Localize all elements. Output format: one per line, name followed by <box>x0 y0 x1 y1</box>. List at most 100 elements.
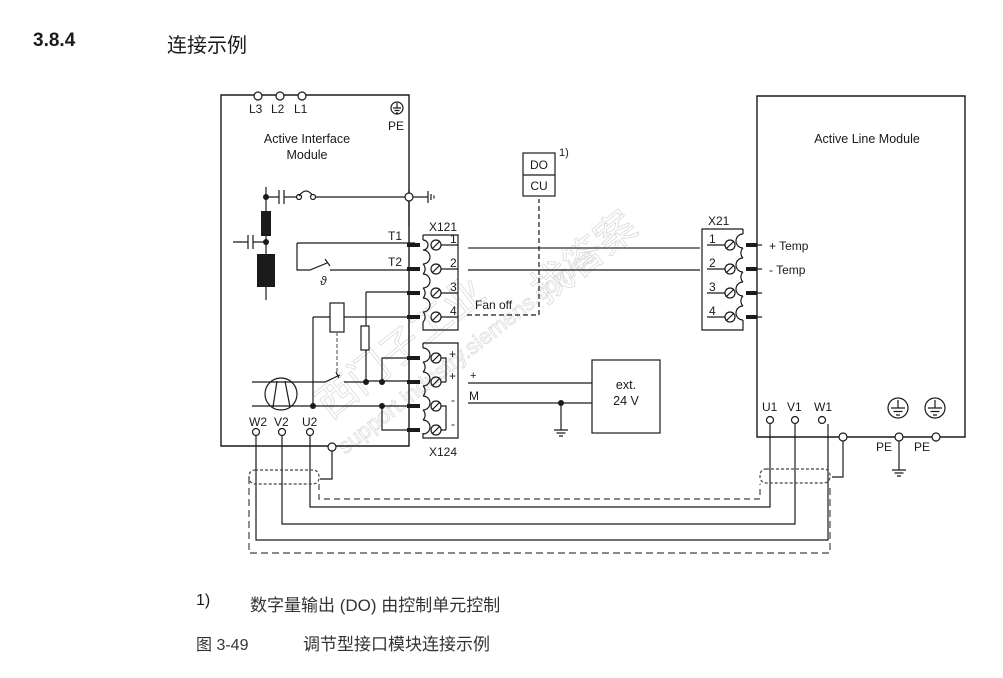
fan-relay-circuit <box>252 291 416 431</box>
ground-icon <box>554 403 568 437</box>
x121-pin-4: 4 <box>450 304 457 318</box>
label-u2: U2 <box>302 415 318 429</box>
active-interface-module: L3 L2 L1 PE Active Interface Module <box>220 91 435 452</box>
alm-box <box>756 95 966 438</box>
label-pe: PE <box>388 119 404 133</box>
terminal-u2 <box>305 427 315 437</box>
x124-pin-4: - <box>451 417 455 431</box>
aim-top-terminals <box>253 91 307 101</box>
supply-m-label: M <box>469 389 479 403</box>
filter-circuit <box>233 187 435 300</box>
section-number: 3.8.4 <box>33 30 76 51</box>
x21-pins <box>707 233 762 325</box>
terminal-l1 <box>297 91 307 101</box>
inductor-large-icon <box>257 254 275 287</box>
x121-label: X121 <box>429 220 457 234</box>
label-t1: T1 <box>388 229 402 243</box>
label-v1: V1 <box>787 400 802 414</box>
shield-outer-dashed <box>248 477 831 554</box>
fan-icon <box>264 377 298 411</box>
aim-title-line2: Module <box>287 148 328 162</box>
shield-inner-dashed <box>318 484 761 500</box>
terminal-shield-alm <box>838 432 848 442</box>
label-l1: L1 <box>294 102 308 116</box>
label-pe-2: PE <box>914 440 930 454</box>
terminal-pe-1 <box>894 432 904 442</box>
chassis-ground-icon <box>413 191 435 203</box>
wire-w2-w1 <box>255 424 829 541</box>
x124-label: X124 <box>429 445 457 459</box>
relay-coil-icon <box>329 302 345 333</box>
section-title: 连接示例 <box>167 35 247 57</box>
fan-off-label: Fan off <box>475 298 513 312</box>
terminal-v2 <box>277 427 287 437</box>
supply-plus-label: + <box>470 370 476 382</box>
label-l2: L2 <box>271 102 285 116</box>
footnote-ref: 1) <box>559 147 569 159</box>
cable-shield-end-alm <box>759 468 831 484</box>
x21-pin-3: 3 <box>709 280 716 294</box>
label-t2: T2 <box>388 255 402 269</box>
x21-label: X21 <box>708 214 730 228</box>
pe-ground-icon-2 <box>924 397 946 419</box>
watermark-text-3: 找答案 <box>523 204 645 313</box>
minus-temp-label: - Temp <box>769 263 806 277</box>
thermal-switch-circuit: ϑ <box>296 242 415 288</box>
terminal-pe-2 <box>931 432 941 442</box>
do-cu-block: DO CU 1) <box>522 147 569 197</box>
label-w1: W1 <box>814 400 832 414</box>
label-v2: V2 <box>274 415 289 429</box>
x21-connector: X21 1 2 3 4 + Temp - Temp <box>701 214 809 331</box>
terminal-w2 <box>251 427 261 437</box>
x21-pin-4: 4 <box>709 304 716 318</box>
ground-icon-alm <box>892 441 906 477</box>
figure-number: 图 3-49 <box>196 637 249 654</box>
shield-drain-alm <box>832 441 844 478</box>
footnote-text: 数字量输出 (DO) 由控制单元控制 <box>250 596 501 615</box>
footnote-number: 1) <box>196 592 211 609</box>
figure-title: 调节型接口模块连接示例 <box>303 635 490 654</box>
external-24v-supply: + M ext. 24 V <box>468 359 661 437</box>
aim-box <box>220 94 410 447</box>
do-label: DO <box>530 158 548 172</box>
pe-ground-icon <box>390 101 404 115</box>
x121-pins <box>407 239 458 325</box>
label-w2: W2 <box>249 415 267 429</box>
x121-pin-2: 2 <box>450 256 457 270</box>
active-line-module: Active Line Module U1 V1 W1 PE PE <box>756 95 966 477</box>
aim-title-line1: Active Interface <box>264 132 350 146</box>
x124-pins <box>407 347 447 436</box>
supply-label-line1: ext. <box>616 378 636 392</box>
x21-pin-1: 1 <box>709 232 716 246</box>
x121-pin-1: 1 <box>450 232 457 246</box>
label-u1: U1 <box>762 400 778 414</box>
pe-ground-icon-1 <box>887 397 909 419</box>
x121-connector: X121 1 2 3 4 <box>407 220 459 331</box>
temp-signal-wires <box>468 247 700 271</box>
fan-off-control-line <box>467 199 540 316</box>
terminal-l3 <box>253 91 263 101</box>
alm-title: Active Line Module <box>814 132 920 146</box>
terminal-shield-aim <box>327 442 337 452</box>
cu-label: CU <box>530 179 547 193</box>
power-cable <box>248 424 844 554</box>
plus-temp-label: + Temp <box>769 239 809 253</box>
x124-pin-1: + <box>449 347 456 361</box>
label-l3: L3 <box>249 102 263 116</box>
x124-pin-2: + <box>449 369 456 383</box>
wire-v2-v1 <box>281 424 796 525</box>
terminal-l2 <box>275 91 285 101</box>
inductor-small-icon <box>261 211 271 236</box>
cable-shield-end-aim <box>248 469 320 485</box>
shield-drain-aim <box>320 451 333 480</box>
theta-symbol: ϑ <box>320 274 327 288</box>
fuse-icon <box>360 325 370 351</box>
x121-pin-3: 3 <box>450 280 457 294</box>
x21-pin-2: 2 <box>709 256 716 270</box>
x124-pin-3: - <box>451 393 455 407</box>
terminal-v1 <box>790 415 800 425</box>
x124-connector: + + - - X124 <box>407 342 459 459</box>
terminal-w1 <box>817 415 827 425</box>
terminal-u1 <box>765 415 775 425</box>
